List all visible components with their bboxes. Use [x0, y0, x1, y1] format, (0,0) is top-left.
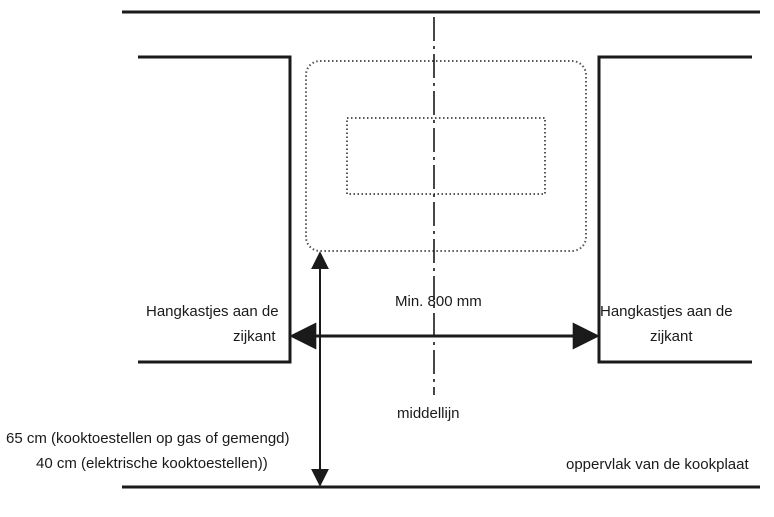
hood-outer-outline: [305, 60, 587, 252]
hood-inner-outline: [346, 117, 546, 195]
left-cabinet-outline: [138, 55, 292, 364]
min-width-label: Min. 800 mm: [395, 293, 482, 310]
centerline-label: middellijn: [397, 405, 460, 422]
right-cabinet-label-line2: zijkant: [650, 328, 693, 345]
left-cabinet-label-line2: zijkant: [233, 328, 276, 345]
right-cabinet-label-line1: Hangkastjes aan de: [600, 303, 733, 320]
hob-surface-label: oppervlak van de kookplaat: [566, 456, 749, 473]
right-cabinet-outline: [597, 55, 752, 364]
height-gas-label: 65 cm (kooktoestellen op gas of gemengd): [6, 430, 290, 447]
left-cabinet-label-line1: Hangkastjes aan de: [146, 303, 279, 320]
height-electric-label: 40 cm (elektrische kooktoestellen)): [36, 455, 268, 472]
